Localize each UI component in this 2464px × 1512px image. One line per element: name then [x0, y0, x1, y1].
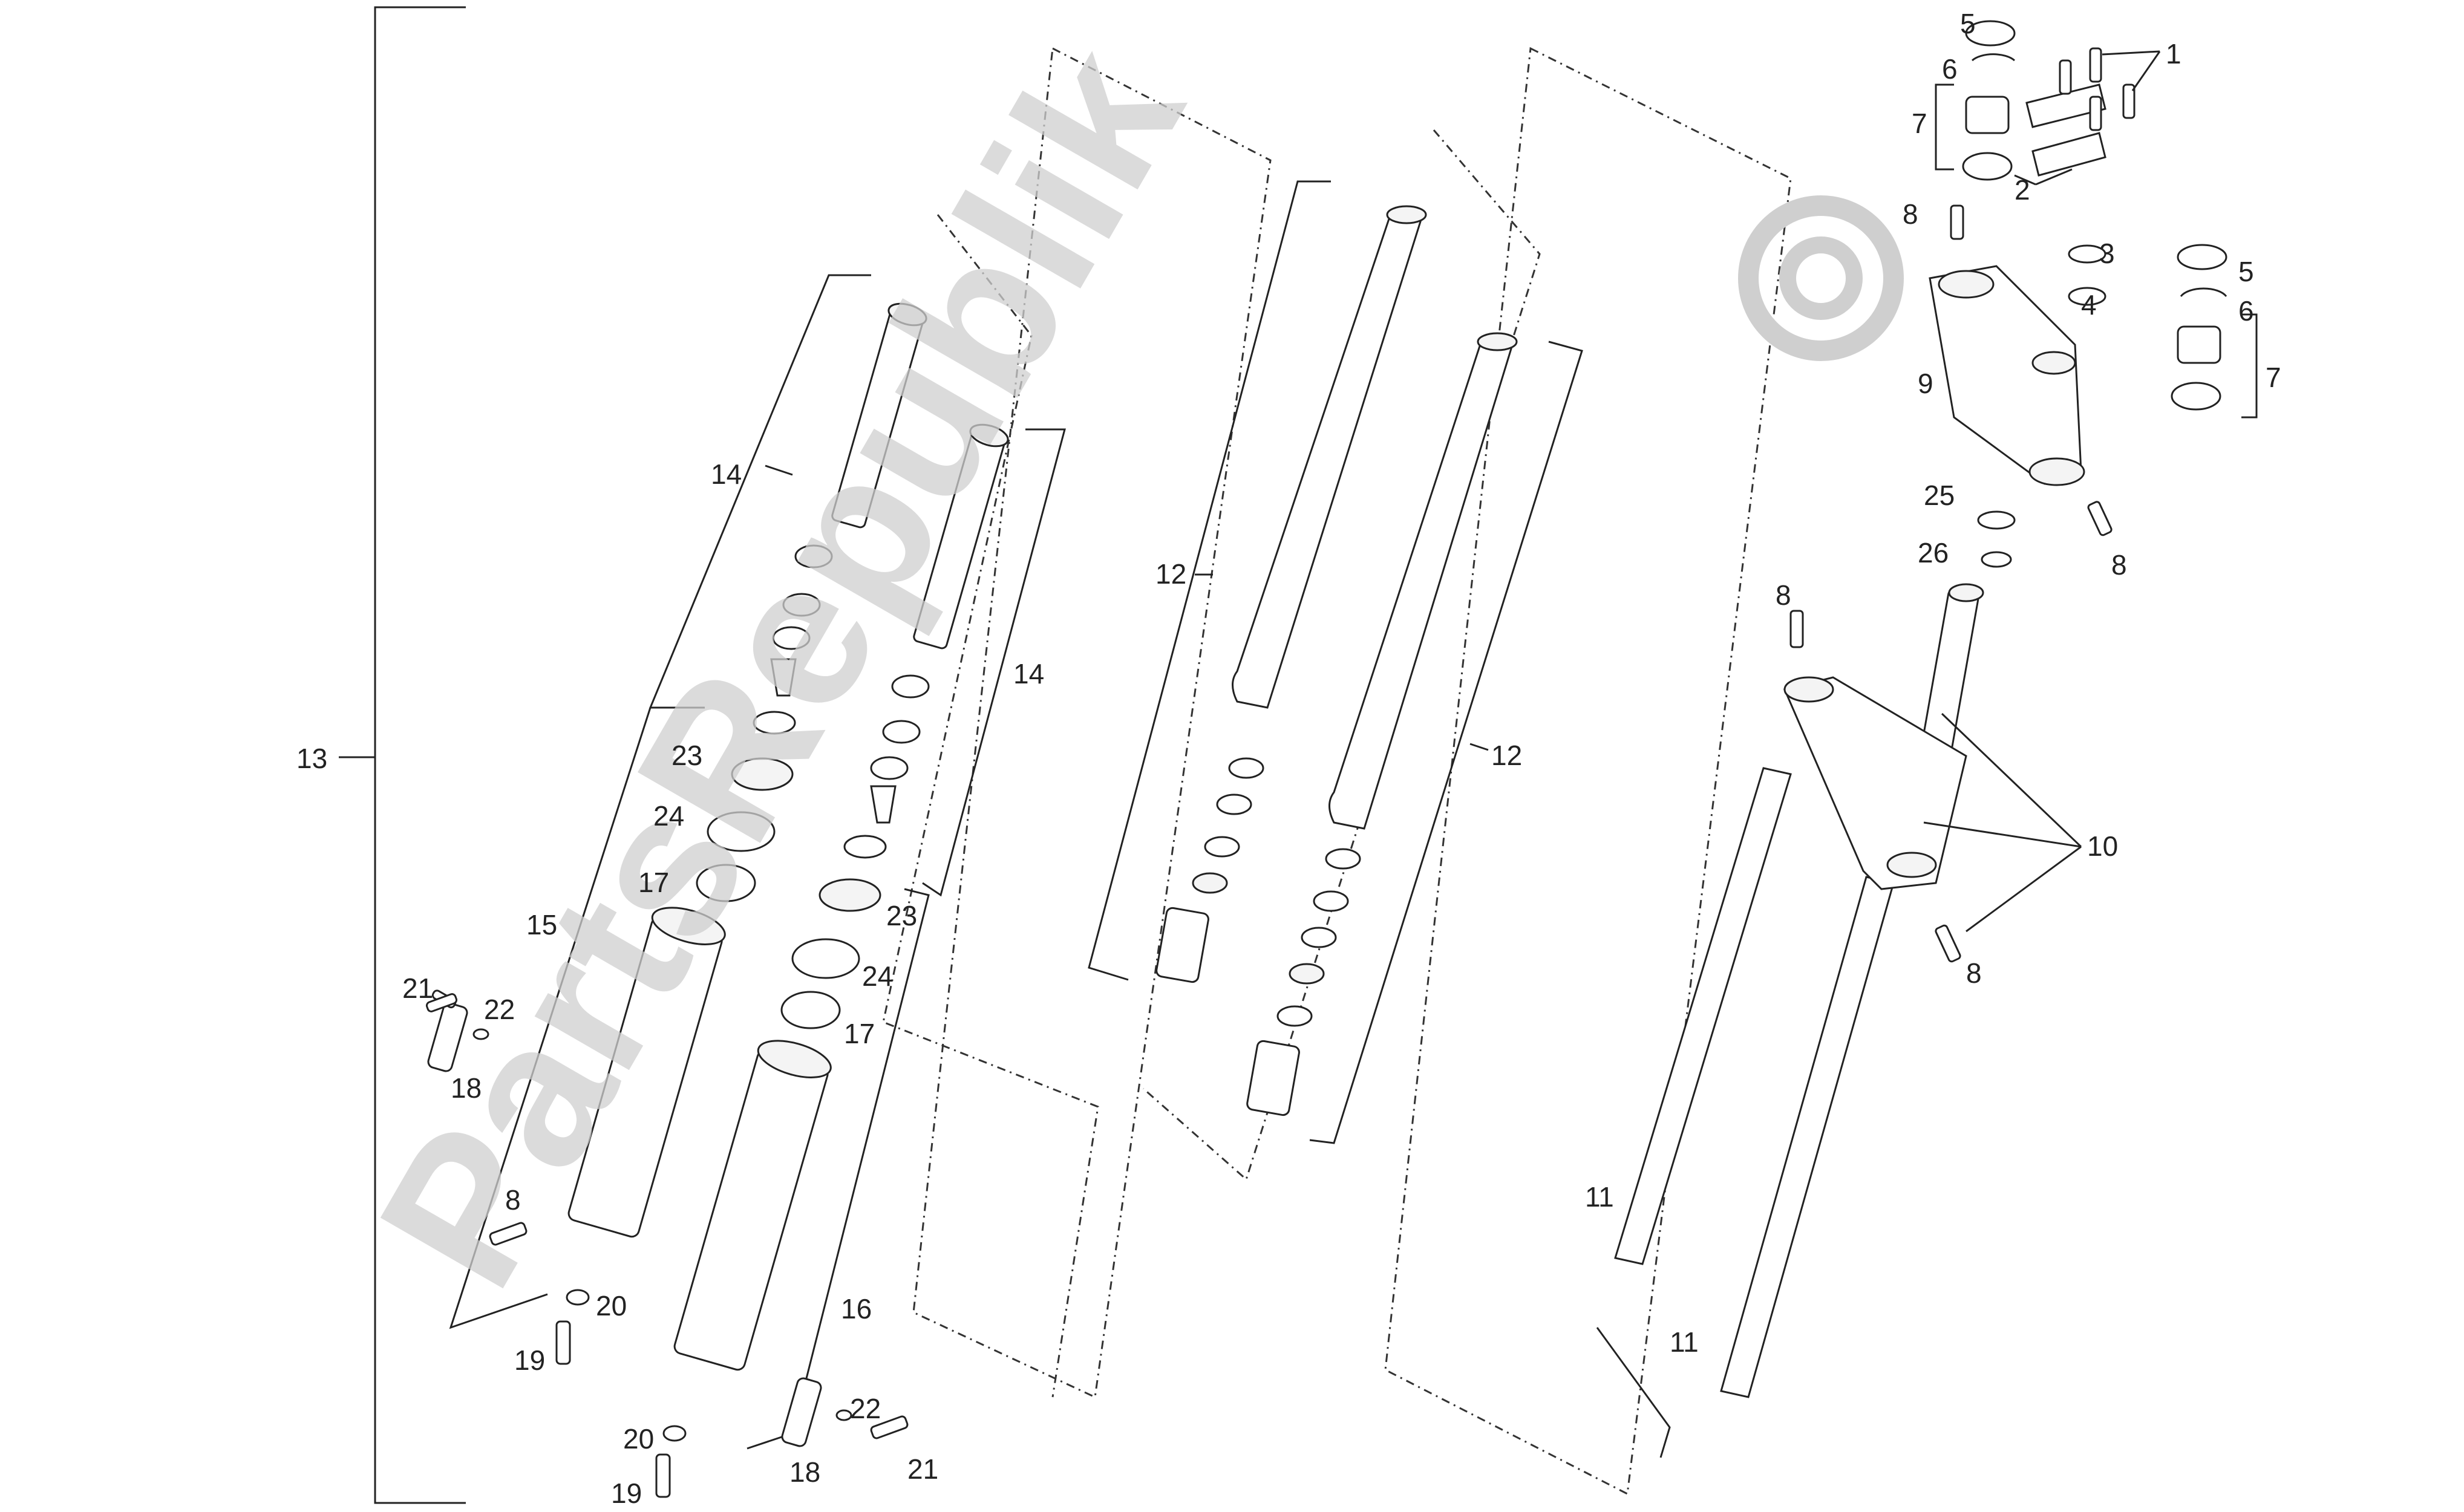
callout-23a: 23: [672, 740, 702, 771]
callout-22b: 22: [850, 1393, 881, 1424]
dashed-group-outlines: [882, 47, 1792, 1496]
callout-24a: 24: [653, 800, 684, 832]
callout-19b: 19: [611, 1478, 642, 1509]
lower-triple-clamp-10: [1783, 583, 2082, 963]
callout-21a: 21: [402, 973, 433, 1004]
bracket-13: [339, 6, 466, 1504]
callout-17a: 17: [638, 867, 669, 898]
fork-sliders: [425, 707, 930, 1498]
callout-3: 3: [2099, 238, 2115, 269]
fork-springs-11: [1596, 767, 1895, 1458]
callout-11b: 11: [1670, 1326, 1699, 1358]
callout-8a: 8: [1903, 198, 1918, 230]
callout-labels: 1 2 3 4 5 5 6 6 7 7 8 8 8 8 8 9 10 11 11…: [296, 8, 2281, 1509]
callout-6b: 6: [2238, 295, 2254, 327]
callout-17b: 17: [844, 1018, 875, 1049]
callout-2: 2: [2015, 174, 2030, 206]
handlebar-clamps-group: [1935, 20, 2258, 419]
callout-12a: 12: [1155, 558, 1186, 590]
callout-7a: 7: [1912, 108, 1927, 139]
callout-10: 10: [2087, 830, 2118, 862]
callout-15: 15: [526, 909, 557, 940]
callout-6a: 6: [1942, 53, 1958, 85]
callout-4: 4: [2081, 289, 2097, 321]
callout-8d: 8: [1966, 957, 1982, 989]
callout-5a: 5: [1960, 8, 1976, 39]
callout-8e: 8: [505, 1184, 521, 1216]
callout-23b: 23: [886, 900, 917, 931]
callout-20b: 20: [623, 1423, 654, 1455]
callout-16: 16: [841, 1293, 872, 1325]
callout-1: 1: [2166, 38, 2181, 70]
callout-8b: 8: [2111, 549, 2127, 581]
callout-7b: 7: [2266, 362, 2281, 393]
upper-triple-clamp-9: [1929, 204, 2113, 568]
callout-14b: 14: [1013, 658, 1044, 689]
gear-icon: [1738, 195, 1904, 361]
callout-21b: 21: [907, 1453, 938, 1485]
callout-9: 9: [1918, 368, 1933, 399]
callout-18b: 18: [789, 1456, 820, 1488]
callout-24b: 24: [862, 960, 893, 992]
callout-5b: 5: [2238, 256, 2254, 287]
callout-18a: 18: [451, 1072, 482, 1104]
callout-26: 26: [1918, 537, 1949, 569]
callout-11a: 11: [1585, 1181, 1614, 1213]
left-fork-inner-tube-group: [649, 274, 1066, 1029]
fork-outer-tubes-12: [1088, 180, 1583, 1144]
callout-14a: 14: [711, 458, 742, 490]
callout-8c: 8: [1776, 579, 1791, 611]
callout-19a: 19: [514, 1344, 545, 1376]
callout-12b: 12: [1491, 740, 1522, 771]
callout-13: 13: [296, 743, 327, 774]
callout-20a: 20: [596, 1290, 627, 1321]
callout-22a: 22: [484, 994, 515, 1025]
callout-25: 25: [1924, 480, 1955, 511]
